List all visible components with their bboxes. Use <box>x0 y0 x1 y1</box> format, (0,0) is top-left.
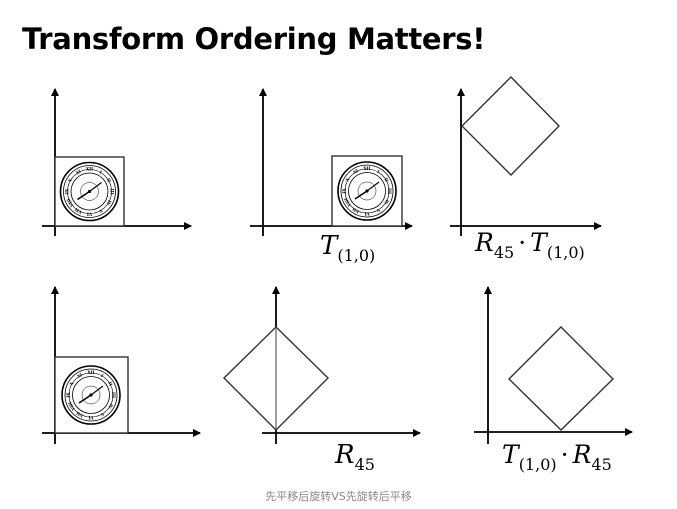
slide-caption: 先平移后旋转VS先旋转后平移 <box>265 490 412 503</box>
label-rotate-after-translate: R45·T(1,0) <box>474 228 585 262</box>
clock-image <box>337 161 397 221</box>
rotated-square <box>461 76 560 176</box>
panel-bottom-right: T(1,0)·R45 <box>474 286 633 474</box>
panel-top-middle: T(1,0) <box>250 88 413 265</box>
label-translate-after-rotate: T(1,0)·R45 <box>502 440 612 474</box>
label-rotate: R45 <box>334 440 375 474</box>
panel-bottom-left <box>42 286 201 444</box>
rotated-square <box>223 326 329 431</box>
clock-image <box>61 365 121 425</box>
slide-title: Transform Ordering Matters! <box>22 22 486 56</box>
clock-image <box>59 161 120 222</box>
panel-bottom-middle: R45 <box>223 286 421 474</box>
panel-top-left <box>42 88 192 236</box>
panel-top-right: R45·T(1,0) <box>450 76 602 262</box>
rotated-translated-square <box>508 326 614 431</box>
label-translate: T(1,0) <box>320 231 375 265</box>
